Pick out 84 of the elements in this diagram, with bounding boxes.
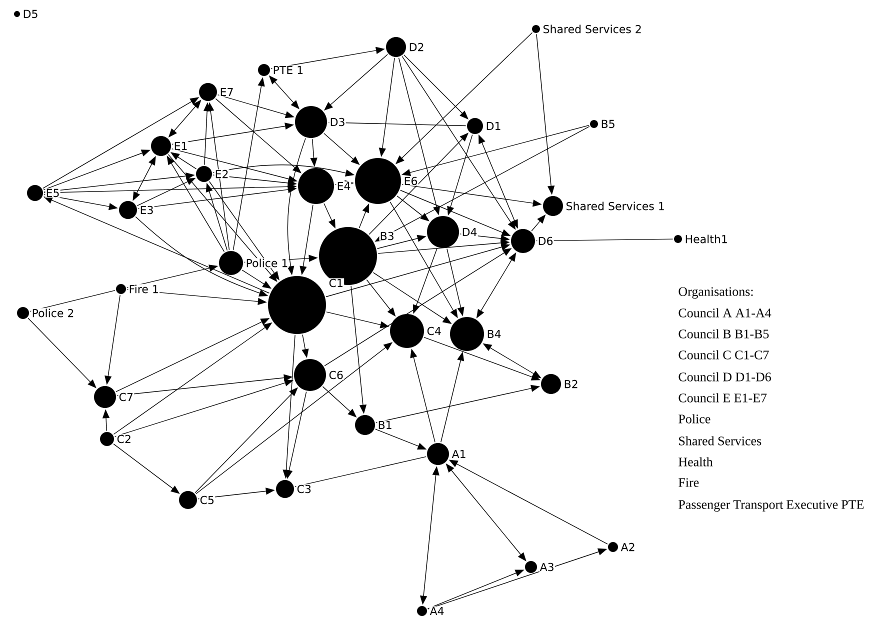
network-node xyxy=(543,196,563,216)
network-node xyxy=(355,158,401,204)
network-node xyxy=(119,201,137,219)
network-node xyxy=(196,166,212,182)
arrow xyxy=(242,270,272,289)
node-label: A2 xyxy=(620,542,636,552)
legend-text: Council B B1-B5 xyxy=(678,329,769,338)
node-label: D6 xyxy=(537,236,554,246)
node-label: C7 xyxy=(118,392,134,402)
arrow xyxy=(404,54,468,120)
network-node xyxy=(14,11,20,17)
network-node xyxy=(27,185,43,201)
network-node xyxy=(298,168,334,204)
network-node xyxy=(179,491,197,509)
network-node xyxy=(511,229,535,253)
network-node xyxy=(94,386,116,408)
network-node xyxy=(268,276,326,334)
node-label: Health1 xyxy=(684,234,729,244)
node-label: C6 xyxy=(328,370,344,380)
node-label: B5 xyxy=(600,119,616,129)
network-node xyxy=(294,359,326,391)
network-node xyxy=(427,216,459,248)
network-node xyxy=(541,374,561,394)
node-label: C1 xyxy=(328,278,344,288)
node-label: E7 xyxy=(219,87,234,97)
node-label: C4 xyxy=(426,326,442,336)
network-node xyxy=(151,136,171,156)
node-label: D1 xyxy=(485,121,502,131)
legend-text: Council A A1-A4 xyxy=(678,308,772,318)
node-label: E2 xyxy=(214,169,230,179)
legend-text: Health xyxy=(678,457,713,466)
network-node xyxy=(276,480,294,498)
node-label: D3 xyxy=(329,117,346,127)
network-node xyxy=(427,443,449,465)
network-node xyxy=(525,561,537,573)
legend-text: Council D D1-D6 xyxy=(678,372,771,382)
network-node xyxy=(450,317,484,351)
legend-text: Council C C1-C7 xyxy=(678,350,769,360)
node-label: PTE 1 xyxy=(272,65,304,75)
legend-text: Fire xyxy=(678,478,699,487)
network-node xyxy=(467,118,483,134)
node-label: Shared Services 1 xyxy=(565,201,666,211)
node-label: B3 xyxy=(379,231,395,241)
arrow xyxy=(215,98,302,174)
node-label: A3 xyxy=(539,562,555,572)
node-label: Shared Services 2 xyxy=(542,24,642,34)
node-label: E1 xyxy=(173,141,188,151)
network-node xyxy=(17,307,29,319)
network-node xyxy=(219,251,243,275)
node-label: D5 xyxy=(22,9,39,19)
node-label: Fire 1 xyxy=(128,284,160,294)
arrow xyxy=(396,196,430,222)
network-node xyxy=(674,235,682,243)
network-node xyxy=(417,606,427,616)
node-label: E3 xyxy=(139,205,154,215)
network-node xyxy=(608,542,618,552)
node-label: B4 xyxy=(486,329,502,339)
legend-text: Police xyxy=(678,414,710,424)
legend-text: Organisations: xyxy=(678,287,753,299)
node-label: D4 xyxy=(461,227,478,237)
node-label: Police 1 xyxy=(245,258,289,268)
network-node xyxy=(295,106,327,138)
node-label: C3 xyxy=(296,484,312,494)
node-label: A1 xyxy=(451,449,467,459)
legend-text: Passenger Transport Executive PTE xyxy=(678,500,864,512)
network-node xyxy=(386,37,406,57)
network-node xyxy=(116,284,126,294)
node-label: E5 xyxy=(45,188,60,198)
node-label: B1 xyxy=(377,420,393,430)
network-node xyxy=(355,415,375,435)
network-node xyxy=(590,120,598,128)
node-label: E6 xyxy=(403,176,418,186)
node-label: C5 xyxy=(199,495,216,505)
network-node xyxy=(199,83,217,101)
network-node xyxy=(390,314,424,348)
network-node xyxy=(100,432,114,446)
node-label: A4 xyxy=(429,606,445,616)
legend-text: Council E E1-E7 xyxy=(678,393,767,402)
network-node xyxy=(532,25,540,33)
node-label: C2 xyxy=(116,434,132,444)
legend-text: Shared Services xyxy=(679,436,762,446)
node-label: D2 xyxy=(408,42,425,52)
node-label: Police 2 xyxy=(31,308,75,318)
node-label: B2 xyxy=(563,379,579,389)
